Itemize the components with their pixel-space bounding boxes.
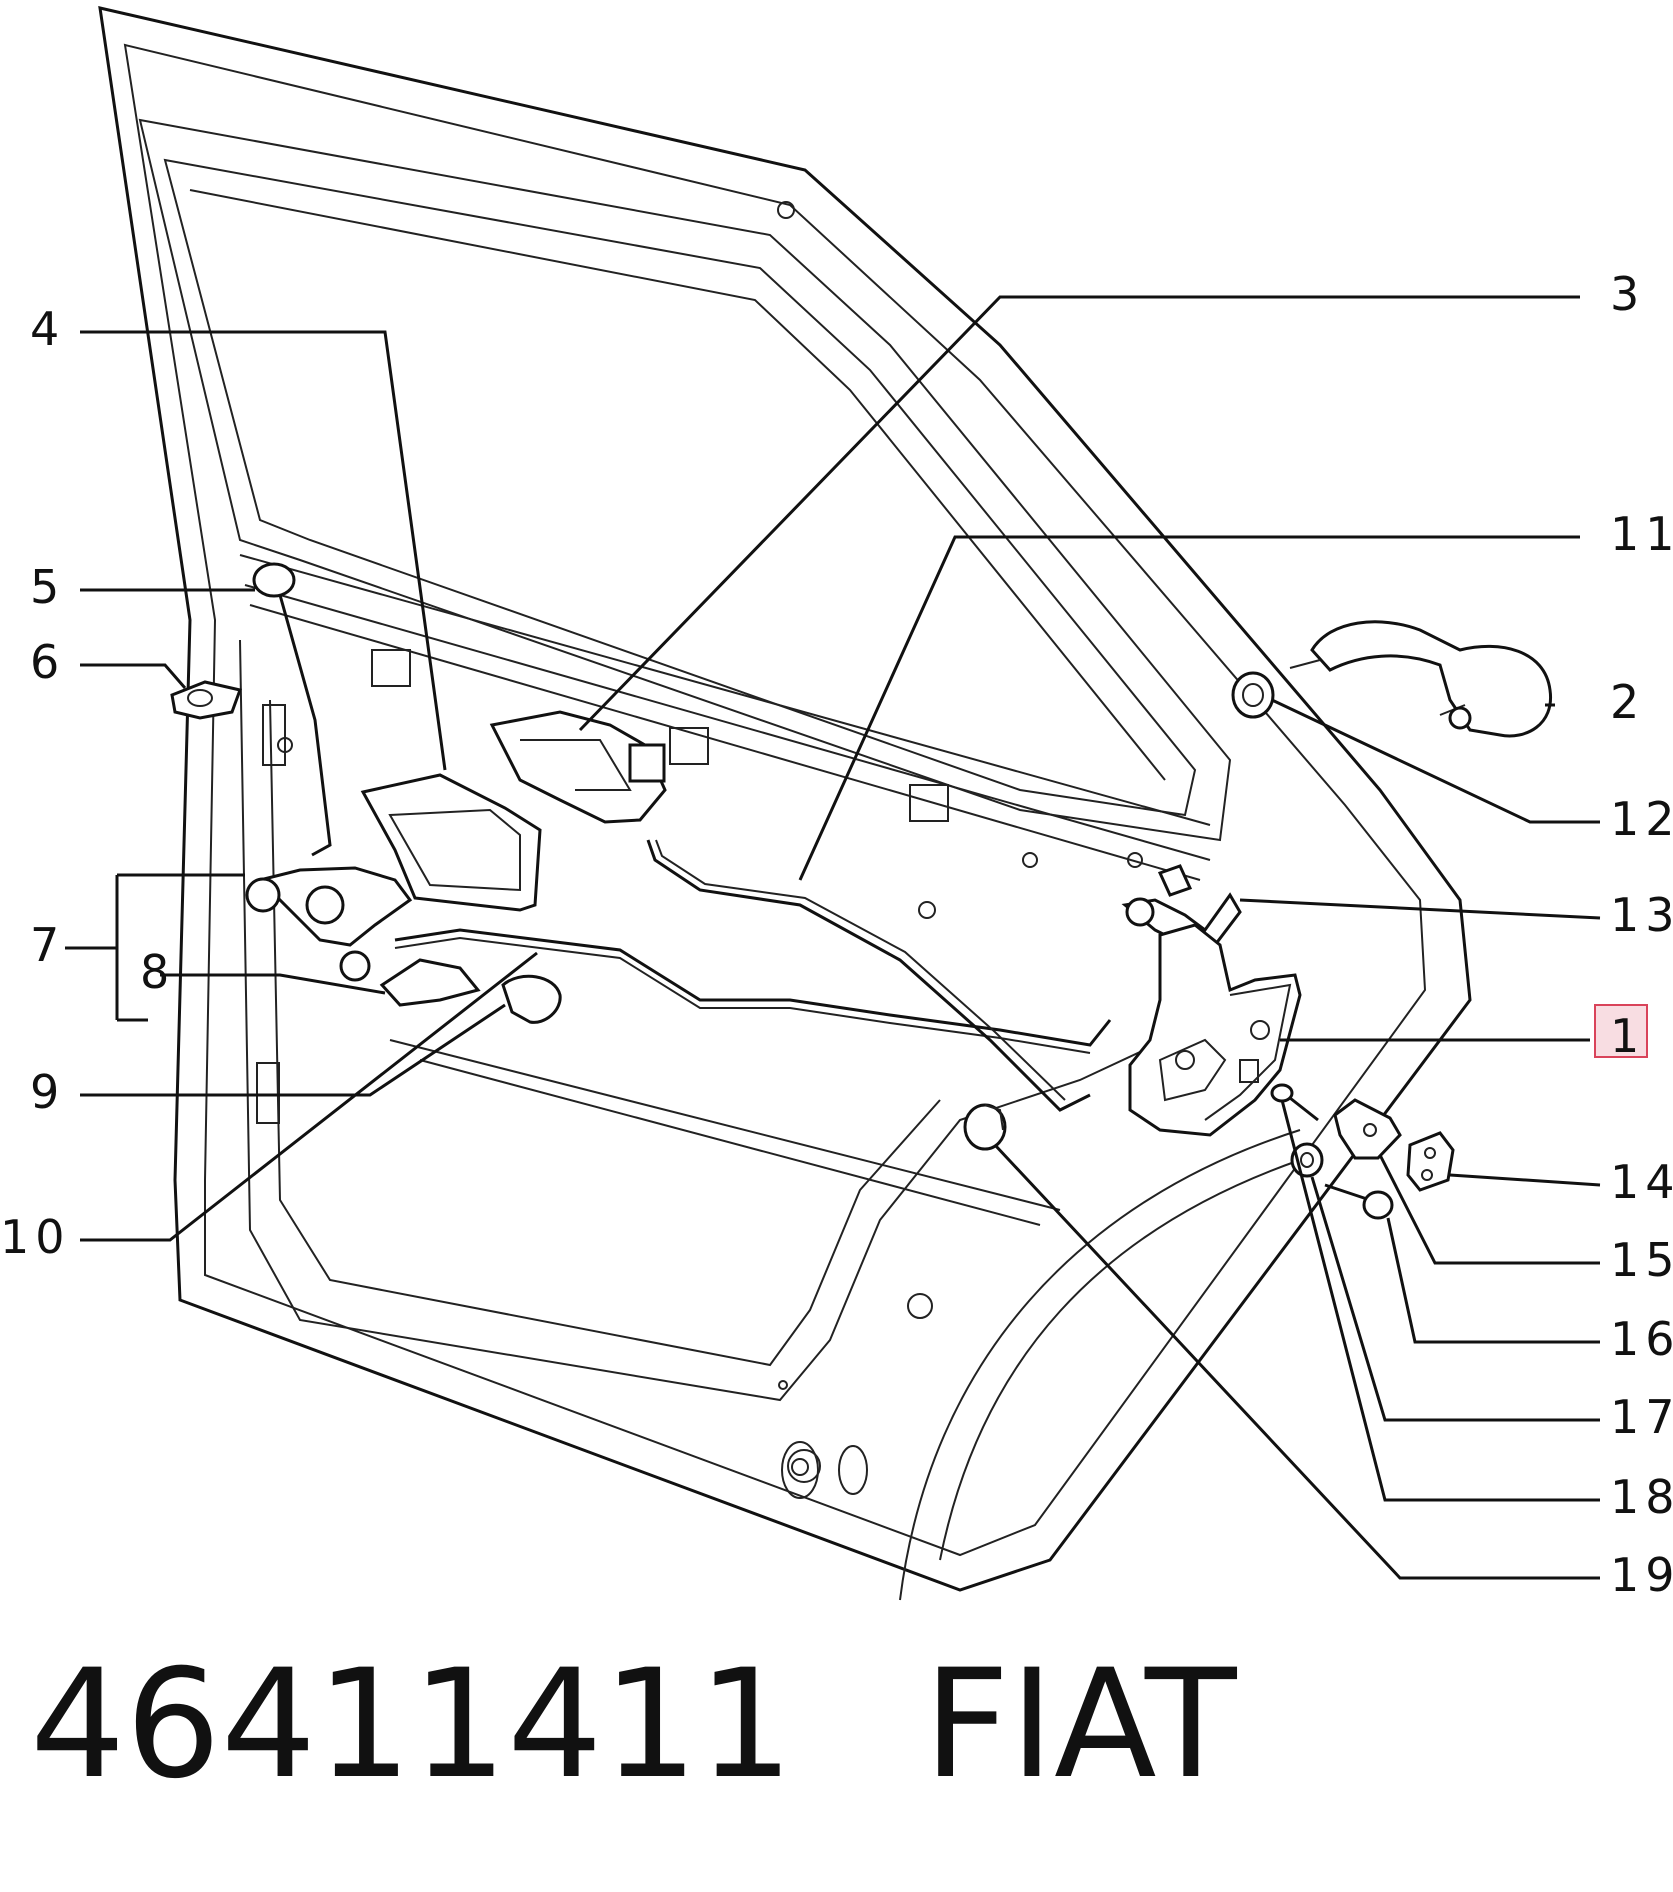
inner-door-handle [489,710,667,824]
rod-clip [170,680,242,720]
callout-8: 8 [140,945,175,999]
striker-plate [1406,1131,1455,1192]
lock-cylinder-assembly [245,866,413,982]
callout-10: 10 [0,1210,71,1264]
callout-labels: 3 4 11 5 6 2 12 7 8 13 1 9 14 10 15 16 1… [0,267,1673,1602]
door-bumper [963,1103,1007,1151]
door-shell [98,6,1472,1601]
callout-17: 17 [1610,1390,1673,1444]
callout-6: 6 [30,635,65,689]
callout-7: 7 [30,918,65,972]
brand-name: FIAT [923,1638,1237,1812]
callout-14: 14 [1610,1155,1673,1209]
outer-door-handle [1289,620,1552,738]
callout-9: 9 [30,1065,65,1119]
callout-1-highlight [1594,1004,1648,1058]
striker-screw-long [1270,1083,1319,1122]
leader-lines [65,295,1601,1580]
lock-knob-rod [252,562,332,857]
door-lock-mechanism [1128,923,1302,1137]
callout-12: 12 [1610,792,1673,846]
callout-13: 13 [1610,888,1673,942]
door-striker [1333,1098,1402,1160]
callout-4: 4 [30,302,65,356]
rod-retainer-clip [501,974,562,1024]
callout-16: 16 [1610,1312,1673,1366]
handle-grommet [1231,671,1275,719]
callout-18: 18 [1610,1470,1673,1524]
callout-2: 2 [1610,675,1645,729]
lock-lever [379,958,481,1007]
callout-5: 5 [30,560,65,614]
part-number: 46411411 [30,1638,794,1812]
handle-bezel [360,773,542,912]
callout-11: 11 [1610,507,1673,561]
latch-lever [1121,864,1242,947]
lock-rods [394,839,1112,1112]
parts [170,562,1552,1220]
striker-screw [1324,1183,1394,1220]
callout-1: 1 [1610,1009,1645,1063]
callout-3: 3 [1610,267,1645,321]
callout-19: 19 [1610,1548,1673,1602]
callout-15: 15 [1610,1233,1673,1287]
